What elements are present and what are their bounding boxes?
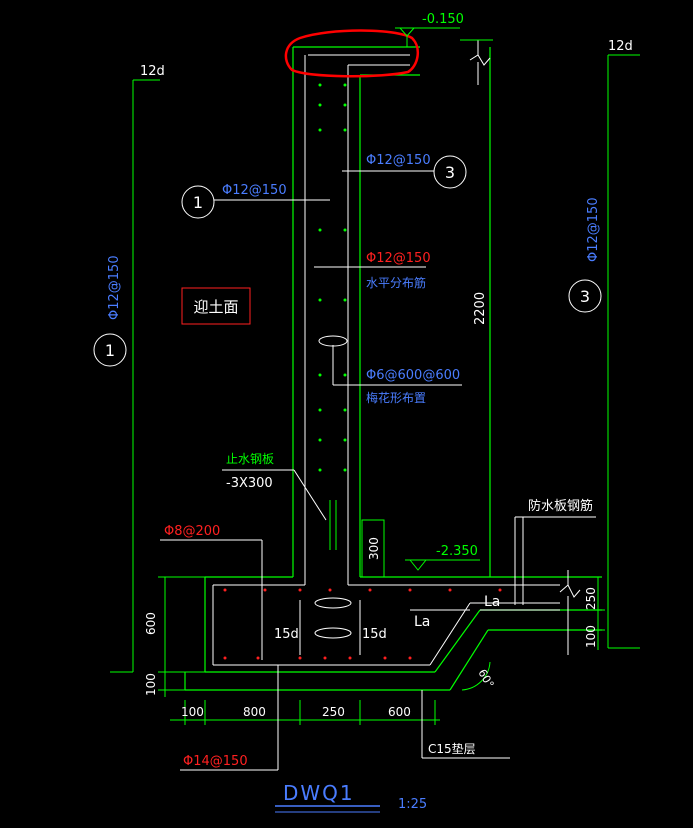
la-top: La	[484, 594, 500, 610]
right-outer-marker-num: 3	[580, 287, 590, 306]
bottom-dims	[170, 700, 440, 725]
dim-250-h: 250	[322, 705, 345, 719]
dim-2200: 2200	[473, 292, 488, 325]
left-outer-marker-num: 1	[105, 341, 115, 360]
waterstop-spec: -3X300	[226, 476, 273, 491]
top-elevation-text: -0.150	[422, 12, 464, 27]
left-outer-marker-circle	[93, 333, 127, 367]
angle-arc	[461, 661, 491, 691]
inner-right-spec: Φ12@150	[366, 153, 431, 168]
la-bottom: La	[414, 614, 430, 630]
soil-face-label: 迎土面	[193, 298, 238, 316]
bottom-bar-spec: Φ14@150	[183, 754, 248, 769]
slab-bars-leader	[514, 516, 596, 605]
right-outer-12d: 12d	[608, 39, 633, 54]
bottom-bar-leader	[180, 665, 279, 771]
rebar-dots	[318, 83, 347, 472]
angle-label: 60°	[475, 667, 496, 690]
highlight-circle	[284, 29, 420, 78]
base-elevation-marker	[405, 559, 480, 571]
right-outer-spec: Φ12@150	[586, 197, 601, 262]
base-elevation-text: -2.350	[436, 544, 478, 559]
dim-300-lines	[361, 519, 385, 578]
break-mark-bottom	[559, 570, 581, 655]
dim-600-v: 600	[144, 612, 158, 635]
cushion-leader	[421, 690, 510, 759]
inner-left-marker-circle	[181, 185, 215, 219]
left-outer-spec: Φ12@150	[107, 255, 122, 320]
tie-desc: 梅花形布置	[366, 390, 426, 405]
soil-face-box	[181, 287, 251, 325]
right-outer-leader	[607, 54, 640, 649]
slab-dots	[223, 588, 502, 660]
inner-right-marker-circle	[433, 155, 467, 189]
drawing-scale: 1:25	[398, 797, 427, 812]
horizontal-bars-spec: Φ12@150	[366, 251, 431, 266]
left-outer-leader	[110, 79, 160, 673]
inner-left-spec: Φ12@150	[222, 183, 287, 198]
inner-right-marker-num: 3	[445, 163, 455, 182]
right-dims	[585, 577, 605, 650]
dim-100-left: 100	[144, 673, 158, 696]
tie-leader	[318, 335, 462, 386]
dim-300: 300	[367, 537, 381, 560]
rebar-lines	[212, 54, 560, 666]
left-dims	[158, 576, 205, 697]
stirrup-spec: Φ8@200	[164, 524, 220, 539]
left-outer-12d: 12d	[140, 64, 165, 79]
anchor-tie	[314, 597, 352, 609]
anchor-left: 15d	[274, 627, 299, 642]
inner-left-marker-num: 1	[193, 193, 203, 212]
top-elevation-marker	[395, 27, 493, 47]
break-mark-top	[469, 40, 491, 85]
dim-100-right: 100	[584, 625, 598, 648]
tie-spec: Φ6@600@600	[366, 368, 460, 383]
slab-bars-title: 防水板钢筋	[528, 498, 593, 514]
right-outer-marker-circle	[568, 279, 602, 313]
dim-100-h: 100	[181, 705, 204, 719]
dim-800: 800	[243, 705, 266, 719]
drawing-title: DWQ1	[283, 781, 355, 805]
dim-250: 250	[584, 587, 598, 610]
horizontal-bars-desc: 水平分布筋	[366, 275, 426, 290]
dim-600-h: 600	[388, 705, 411, 719]
cushion-label: C15垫层	[428, 741, 476, 756]
waterstop	[222, 469, 337, 550]
anchor-tie-2	[314, 627, 352, 639]
anchor-right: 15d	[362, 627, 387, 642]
waterstop-title: 止水钢板	[226, 452, 274, 466]
